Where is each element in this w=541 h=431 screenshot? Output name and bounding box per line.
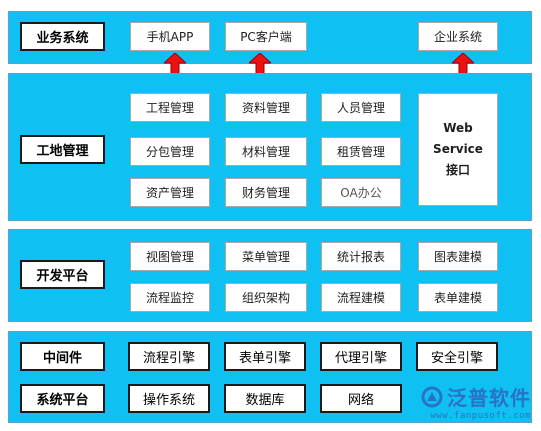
form-engine-box: 表单引擎 (224, 342, 306, 371)
finance-management-box: 财务管理 (225, 178, 307, 207)
workflow-monitor-box: 流程监控 (130, 283, 210, 312)
fanpusoft-logo-icon (421, 386, 443, 407)
web-service-line-1: Web (443, 121, 473, 135)
enterprise-system-box: 企业系统 (418, 22, 498, 51)
logo-url: www.fanpusoft.com (430, 411, 531, 421)
project-management-box: 工程管理 (130, 93, 210, 122)
view-management-box: 视图管理 (130, 242, 210, 271)
org-structure-box: 组织架构 (225, 283, 307, 312)
dev-platform-label: 开发平台 (20, 260, 105, 289)
database-box: 数据库 (224, 384, 306, 413)
business-system-label: 业务系统 (20, 22, 105, 51)
web-service-line-2: Service (433, 142, 483, 156)
fanpusoft-logo: 泛普软件 www.fanpusoft.com (407, 382, 531, 422)
statistics-report-box: 统计报表 (321, 242, 401, 271)
pc-client-box: PC客户端 (225, 22, 307, 51)
material-management-box: 材料管理 (225, 137, 307, 166)
web-service-interface-box: Web Service 接口 (418, 93, 498, 206)
workflow-engine-box: 流程引擎 (128, 342, 210, 371)
security-engine-box: 安全引擎 (416, 342, 498, 371)
chart-modeling-box: 图表建模 (418, 242, 498, 271)
system-platform-label: 系统平台 (20, 384, 105, 413)
subcontract-management-box: 分包管理 (130, 137, 210, 166)
oa-office-box: OA办公 (321, 178, 401, 207)
network-box: 网络 (320, 384, 402, 413)
site-management-label: 工地管理 (20, 135, 105, 164)
lease-management-box: 租赁管理 (321, 137, 401, 166)
workflow-modeling-box: 流程建模 (321, 283, 401, 312)
web-service-line-3: 接口 (445, 163, 470, 177)
menu-management-box: 菜单管理 (225, 242, 307, 271)
operating-system-box: 操作系统 (128, 384, 210, 413)
document-management-box: 资料管理 (225, 93, 307, 122)
proxy-engine-box: 代理引擎 (320, 342, 402, 371)
asset-management-box: 资产管理 (130, 178, 210, 207)
personnel-management-box: 人员管理 (321, 93, 401, 122)
middleware-label: 中间件 (20, 342, 105, 371)
mobile-app-box: 手机APP (130, 22, 210, 51)
form-modeling-box: 表单建模 (418, 283, 498, 312)
logo-name: 泛普软件 (447, 386, 531, 410)
